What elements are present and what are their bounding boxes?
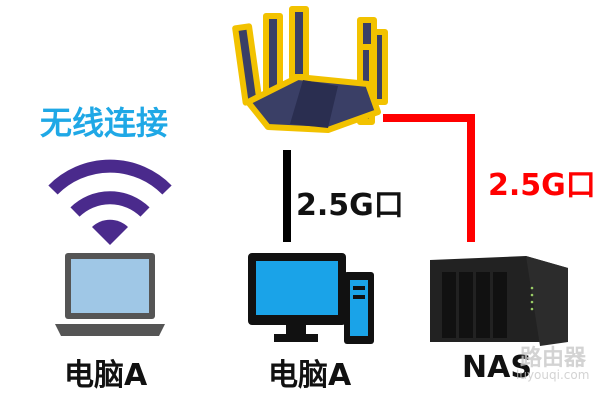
laptop-icon xyxy=(55,253,165,336)
black-link-line xyxy=(283,150,291,242)
wifi-icon xyxy=(48,159,172,245)
red-link-horizontal xyxy=(383,114,475,122)
device-label-laptop: 电脑A xyxy=(64,358,148,393)
device-label-desktop: 电脑A xyxy=(268,358,352,393)
red-link-label: 2.5G口 xyxy=(488,168,596,203)
desktop-icon xyxy=(248,253,374,344)
router-icon xyxy=(232,6,388,133)
wireless-label: 无线连接 xyxy=(40,104,169,142)
nas-icon xyxy=(430,256,568,346)
watermark: 路由器 xyxy=(520,346,587,371)
black-link-label: 2.5G口 xyxy=(296,188,404,223)
red-link-vertical xyxy=(467,114,475,242)
watermark-url: luyouqi.com xyxy=(516,368,590,382)
device-label-nas: NAS xyxy=(462,350,532,385)
